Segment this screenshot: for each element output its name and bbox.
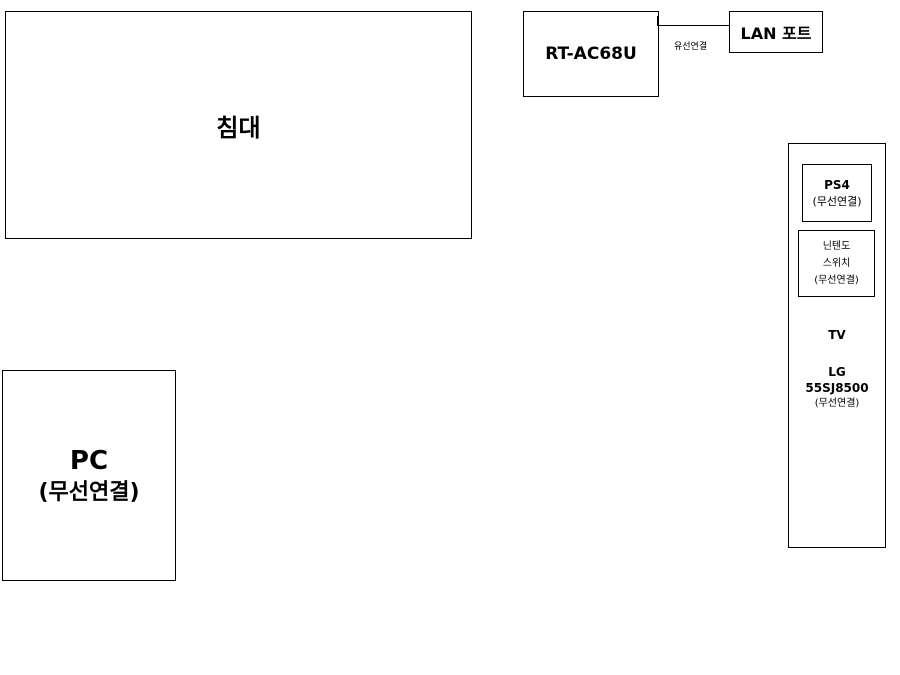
lan-port-label: LAN 포트 [740,24,812,43]
tv-connection-note: (무선연결) [814,398,860,409]
lan-port-box: LAN 포트 [729,11,823,53]
pc-name: PC [69,445,109,476]
pc-box: PC (무선연결) [2,370,176,581]
tv-model: 55SJ8500 [805,381,869,395]
ps4-connection-note: (무선연결) [812,194,862,208]
connection-label: 유선연결 [674,42,708,52]
tv-brand: LG [828,365,846,379]
switch-label-line1: 닌텐도 [822,241,851,252]
ps4-name: PS4 [824,177,850,192]
bed-box: 침대 [5,11,472,239]
switch-connection-note: (무선연결) [814,275,859,286]
pc-connection-note: (무선연결) [38,479,140,505]
router-lan-connector-horizontal [657,25,730,26]
router-lan-connector-vertical [657,16,658,26]
bed-label: 침대 [216,113,261,142]
switch-label-line2: 스위치 [822,258,851,269]
router-label: RT-AC68U [545,44,637,64]
tv-info: TV LG 55SJ8500 (무선연결) [788,326,886,412]
router-box: RT-AC68U [523,11,659,97]
tv-label: TV [828,328,846,342]
nintendo-switch-box: 닌텐도 스위치 (무선연결) [798,230,875,297]
ps4-box: PS4 (무선연결) [802,164,872,222]
